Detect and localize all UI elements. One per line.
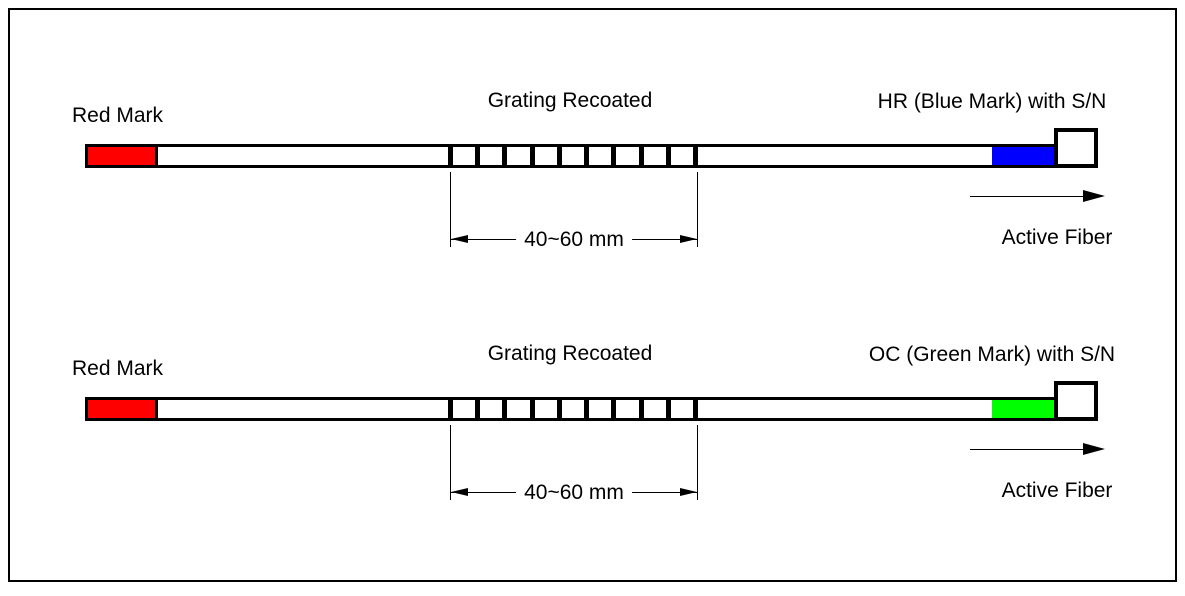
active-fiber-arrow-line (970, 449, 1086, 450)
grating-divider (665, 400, 671, 418)
blue-mark-segment (992, 147, 1054, 165)
grating-recoated-label: Grating Recoated (487, 342, 653, 365)
grating-divider (529, 400, 535, 418)
grating-divider (692, 400, 698, 418)
grating-divider (502, 147, 508, 165)
grating-divider (529, 147, 535, 165)
grating-divider (665, 147, 671, 165)
dimension-arrow-left-icon (451, 235, 468, 243)
grating-section (448, 400, 698, 418)
grating-divider (502, 400, 508, 418)
grating-divider (638, 400, 644, 418)
connector-box (1054, 381, 1098, 421)
grating-divider (448, 147, 453, 165)
grating-divider (556, 400, 562, 418)
dimension-arrow-right-icon (680, 488, 697, 496)
oc-green-mark-label: OC (Green Mark) with S/N (868, 343, 1116, 366)
hr-blue-mark-label: HR (Blue Mark) with S/N (877, 90, 1107, 113)
dimension-label: 40~60 mm (516, 481, 632, 505)
red-mark-label: Red Mark (72, 104, 164, 127)
dimension-extension-line-left (450, 425, 451, 500)
active-fiber-label: Active Fiber (1001, 226, 1113, 249)
figure-border (8, 8, 1177, 582)
grating-divider (611, 400, 617, 418)
green-mark-segment (992, 400, 1054, 418)
active-fiber-arrow-icon (1083, 190, 1105, 202)
grating-recoated-label: Grating Recoated (487, 89, 653, 112)
red-mark-label: Red Mark (72, 357, 164, 380)
dimension-label: 40~60 mm (516, 228, 632, 252)
grating-divider (611, 147, 617, 165)
grating-divider (556, 147, 562, 165)
grating-divider (638, 147, 644, 165)
hr-fiber-diagram: Red Mark Grating Recoated HR (Blue Mark)… (0, 0, 1185, 253)
active-fiber-arrow-icon (1083, 443, 1105, 455)
grating-divider (692, 147, 698, 165)
grating-divider (584, 400, 590, 418)
dimension-extension-line-left (450, 172, 451, 247)
oc-fiber-diagram: Red Mark Grating Recoated OC (Green Mark… (0, 253, 1185, 506)
fiber-bar (85, 144, 1057, 168)
grating-divider (475, 147, 481, 165)
connector-box (1054, 128, 1098, 168)
grating-divider (475, 400, 481, 418)
dimension-arrow-right-icon (680, 235, 697, 243)
dimension-extension-line-right (697, 425, 698, 500)
dimension-extension-line-right (697, 172, 698, 247)
grating-divider (448, 400, 453, 418)
active-fiber-label: Active Fiber (1001, 479, 1113, 502)
grating-section (448, 147, 698, 165)
red-mark-segment (88, 400, 158, 418)
dimension-arrow-left-icon (451, 488, 468, 496)
active-fiber-arrow-line (970, 196, 1086, 197)
grating-divider (584, 147, 590, 165)
fiber-bar (85, 397, 1057, 421)
red-mark-segment (88, 147, 158, 165)
